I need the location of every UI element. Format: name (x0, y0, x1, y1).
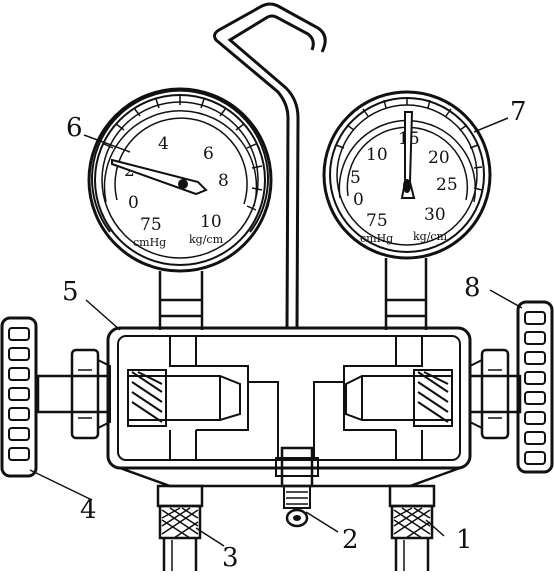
low-gauge-vacuum-unit: cmHg (133, 236, 166, 249)
high-gauge-pivot (403, 179, 411, 193)
high-gauge-label-0: 0 (353, 190, 364, 210)
high-gauge-pressure-unit: kg/cm (413, 230, 448, 243)
high-gauge-label-5: 5 (350, 168, 361, 188)
callout-2: 2 (342, 525, 359, 555)
manifold-body (106, 326, 472, 488)
low-gauge-label-8: 8 (218, 171, 229, 191)
high-gauge-label-20: 20 (428, 148, 450, 168)
high-gauge-vacuum-unit: cmHg (360, 232, 393, 245)
low-gauge-pivot (178, 179, 188, 189)
high-gauge-stem (384, 258, 428, 330)
low-pressure-gauge: 0 2 4 6 8 10 75 cmHg kg/cm (87, 87, 273, 273)
low-gauge-ticks (103, 95, 263, 211)
left-valve-handwheel[interactable] (0, 316, 38, 478)
high-gauge-label-25: 25 (436, 175, 458, 195)
high-gauge-label-10: 10 (366, 145, 388, 165)
low-gauge-bezel-arc (91, 89, 269, 233)
callout-4: 4 (80, 495, 97, 525)
low-gauge-label-4: 4 (158, 134, 169, 154)
left-valve-assembly (36, 348, 111, 440)
high-gauge-ticks (335, 97, 483, 191)
right-valve-handwheel[interactable] (516, 300, 554, 474)
low-gauge-label-10: 10 (200, 212, 222, 232)
right-valve-assembly (468, 348, 522, 440)
high-gauge-label-30: 30 (424, 205, 446, 225)
low-gauge-vacuum-label: 75 (140, 215, 162, 235)
low-gauge-pressure-unit: kg/cm (189, 233, 224, 246)
left-hose-fitting (156, 484, 204, 571)
center-service-port (275, 446, 319, 528)
hanger-hook (213, 2, 327, 329)
hanger-hook-inner (227, 14, 315, 329)
high-gauge-vacuum-label: 75 (366, 211, 388, 231)
callout-1: 1 (456, 525, 473, 555)
high-pressure-gauge: 0 5 10 15 20 25 30 75 cmHg kg/cm (322, 90, 492, 260)
low-gauge-label-0: 0 (128, 193, 139, 213)
callout-3: 3 (222, 543, 239, 571)
right-hose-fitting (388, 484, 436, 571)
callout-7: 7 (510, 97, 527, 127)
callout-8: 8 (464, 273, 481, 303)
callout-6: 6 (66, 113, 83, 143)
callout-leaders (29, 117, 523, 547)
low-gauge-label-6: 6 (203, 144, 214, 164)
callout-5: 5 (62, 277, 79, 307)
low-gauge-stem (158, 271, 204, 330)
